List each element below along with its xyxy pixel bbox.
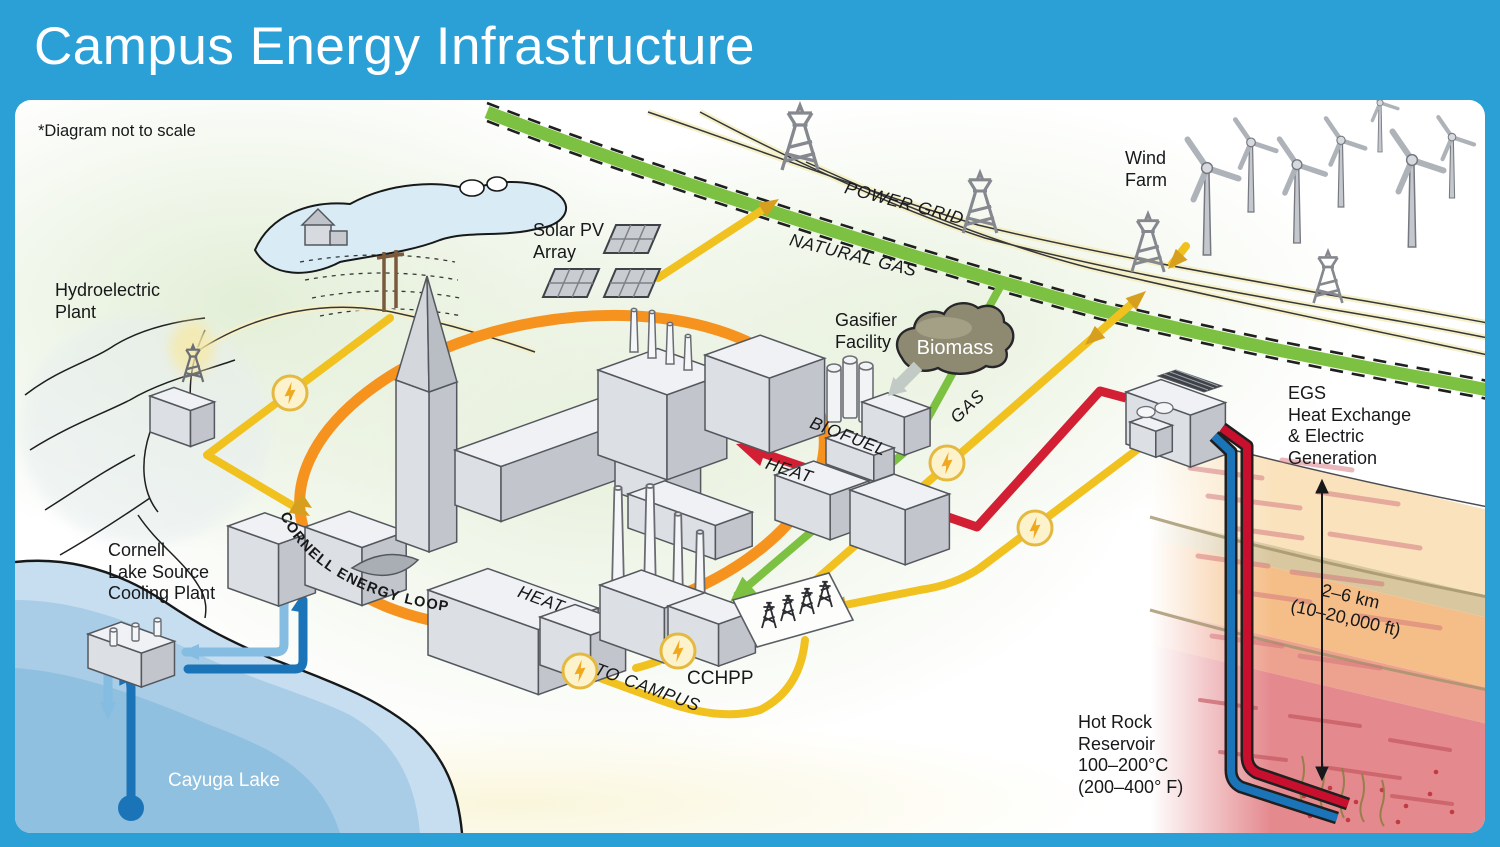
wind-turbine-icon xyxy=(1326,118,1365,207)
biomass-feed-arrow xyxy=(888,361,923,396)
clock-tower-spire xyxy=(395,275,458,394)
cchpp-label: CCHPP xyxy=(687,668,754,689)
wind-farm-label: Wind Farm xyxy=(1125,148,1167,190)
lightning-bolt-icon xyxy=(271,374,309,412)
depth-arrow xyxy=(1315,478,1329,782)
lightning-bolt-icon xyxy=(659,632,697,670)
page-title: Campus Energy Infrastructure xyxy=(34,17,755,76)
lightning-bolt-icon xyxy=(561,652,599,690)
small-house-icon xyxy=(300,207,348,246)
scale-note: *Diagram not to scale xyxy=(38,122,196,140)
wind-turbine-icon xyxy=(1235,120,1276,212)
utility-pole-icon xyxy=(376,250,405,312)
diagram-art: CORNELL ENERGY LOOP xyxy=(15,100,1485,833)
natural-gas-pipeline xyxy=(484,101,1485,400)
wind-turbine-icon xyxy=(1438,117,1474,198)
egs-plant-building xyxy=(1123,369,1228,469)
gorge-sketch xyxy=(20,315,270,619)
title-bar: Campus Energy Infrastructure xyxy=(0,0,1500,100)
cooling-plant-stacks xyxy=(109,617,162,647)
cchpp-stacks xyxy=(611,483,706,607)
biomass-label: Biomass xyxy=(916,337,994,359)
terraced-falls-sketch xyxy=(299,254,463,317)
egs-well-pipes xyxy=(1209,422,1351,825)
cooling-plant-building xyxy=(85,621,177,689)
cooling-plant-label: Cornell Lake Source Cooling Plant xyxy=(108,540,216,604)
campus-buildings xyxy=(225,334,952,696)
hot-rock-strata xyxy=(1148,427,1485,833)
biomass-cloud xyxy=(895,302,1015,375)
lightning-bolt-icon xyxy=(1016,509,1054,547)
wind-turbine-icon xyxy=(1393,132,1444,248)
substation xyxy=(731,572,855,648)
hydroelectric-building xyxy=(147,386,217,448)
wind-turbine-icon xyxy=(1367,100,1400,154)
egs-label: EGS Heat Exchange & Electric Generation xyxy=(1288,383,1412,468)
diagram-canvas: CORNELL ENERGY LOOP *Diagram not to scal… xyxy=(15,100,1485,833)
gasifier-label: Gasifier Facility xyxy=(835,310,898,352)
hydro-plant-label: Hydroelectric Plant xyxy=(55,280,161,322)
campus-plant-stacks xyxy=(629,307,693,371)
power-grid-wires xyxy=(194,103,1485,358)
silo-icons xyxy=(826,355,874,423)
cayuga-lake-label: Cayuga Lake xyxy=(168,770,280,791)
crescent-building xyxy=(350,553,420,577)
lightning-bolt-icon xyxy=(928,444,966,482)
solar-panel-icon xyxy=(603,268,661,298)
electricity-badges xyxy=(271,374,1054,690)
hot-rock-label: Hot Rock Reservoir 100–200°C (200–400° F… xyxy=(1078,712,1184,797)
solar-panel-icon xyxy=(542,268,600,298)
wind-farm xyxy=(1188,100,1475,255)
solar-panel-icon xyxy=(603,224,661,254)
wind-turbine-icon xyxy=(1279,139,1325,243)
gasifier-facility xyxy=(823,302,1015,483)
solar-array-label: Solar PV Array xyxy=(533,220,605,262)
wind-turbine-icon xyxy=(1188,140,1239,256)
beebe-pond-sketch xyxy=(253,176,568,317)
